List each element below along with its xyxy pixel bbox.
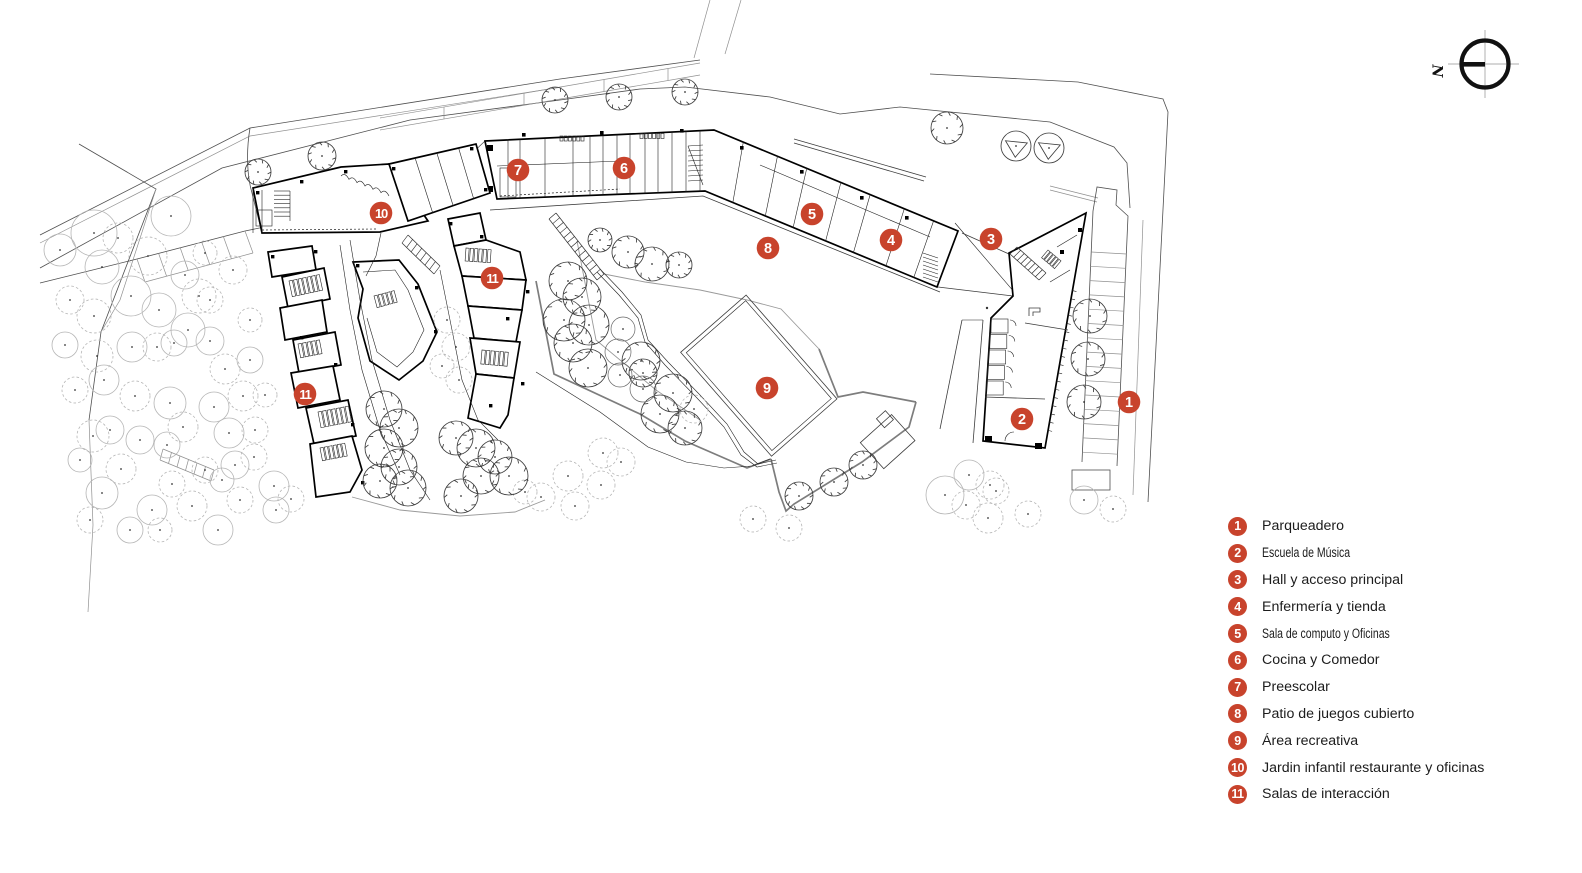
legend: 1 Parqueadero 2 Escuela de Música 3 Hall y ac… — [1228, 513, 1484, 808]
plan-marker-2: 2 — [1010, 407, 1034, 431]
legend-item: 6 Cocina y Comedor — [1228, 647, 1484, 674]
plan-marker-9: 9 — [755, 376, 779, 400]
legend-item: 5 Sala de computo y Oficinas — [1228, 620, 1484, 647]
plan-marker-3: 3 — [979, 227, 1003, 251]
svg-text:11: 11 — [486, 271, 498, 286]
svg-text:6: 6 — [620, 161, 628, 177]
legend-item: 1 Parqueadero — [1228, 513, 1484, 540]
legend-item-label: Cocina y Comedor — [1262, 652, 1380, 669]
plan-marker-8: 8 — [756, 236, 780, 260]
legend-item-number: 4 — [1228, 597, 1247, 617]
legend-item: 7 Preescolar — [1228, 674, 1484, 701]
legend-item-number: 6 — [1228, 650, 1247, 670]
plan-marker-11: 11 — [293, 382, 317, 406]
legend-item-label: Jardin infantil restaurante y oficinas — [1262, 759, 1485, 776]
legend-item-number: 10 — [1228, 758, 1247, 778]
legend-item-number: 11 — [1228, 784, 1247, 804]
svg-text:5: 5 — [808, 207, 816, 223]
legend-item-number: 8 — [1228, 704, 1247, 724]
legend-item: 4 Enfermería y tienda — [1228, 593, 1484, 620]
legend-item-number: 5 — [1228, 624, 1247, 644]
svg-text:2: 2 — [1018, 412, 1026, 428]
plan-marker-11: 11 — [480, 266, 504, 290]
legend-item-label: Hall y acceso principal — [1262, 571, 1404, 588]
legend-item: 3 Hall y acceso principal — [1228, 567, 1484, 594]
legend-item-label: Parqueadero — [1262, 518, 1345, 535]
svg-text:10: 10 — [375, 206, 388, 221]
legend-item: 11 Salas de interacción — [1228, 781, 1484, 808]
compass-letter: N — [1429, 64, 1445, 79]
legend-item-number: 2 — [1228, 543, 1247, 563]
plan-marker-5: 5 — [800, 202, 824, 226]
legend-item: 9 Área recreativa — [1228, 727, 1484, 754]
compass-north-arrow: N — [1429, 30, 1519, 98]
legend-item-label: Escuela de Música — [1262, 545, 1351, 562]
svg-text:3: 3 — [987, 232, 995, 248]
svg-text:8: 8 — [764, 241, 772, 257]
legend-item: 8 Patio de juegos cubierto — [1228, 701, 1484, 728]
plan-markers: 1 2 3 4 5 6 7 8 9 10 11 11 — [293, 156, 1141, 431]
legend-item: 10 Jardin infantil restaurante y oficinas — [1228, 754, 1484, 781]
legend-item-label: Enfermería y tienda — [1262, 598, 1386, 615]
legend-item-label: Salas de interacción — [1262, 786, 1390, 803]
legend-item-number: 9 — [1228, 731, 1247, 751]
legend-item-number: 7 — [1228, 677, 1247, 697]
svg-text:1: 1 — [1125, 395, 1133, 411]
plan-marker-10: 10 — [369, 201, 393, 225]
legend-item-number: 1 — [1228, 516, 1247, 536]
plan-marker-6: 6 — [612, 156, 636, 180]
plan-marker-1: 1 — [1117, 390, 1141, 414]
legend-item-label: Preescolar — [1262, 679, 1330, 696]
legend-item-label: Área recreativa — [1262, 732, 1359, 749]
legend-item: 2 Escuela de Música — [1228, 540, 1484, 567]
legend-item-number: 3 — [1228, 570, 1247, 590]
legend-item-label: Sala de computo y Oficinas — [1262, 625, 1390, 642]
svg-text:7: 7 — [514, 163, 522, 179]
plan-marker-4: 4 — [879, 228, 903, 252]
plan-marker-7: 7 — [506, 158, 530, 182]
svg-text:9: 9 — [763, 381, 771, 397]
legend-item-label: Patio de juegos cubierto — [1262, 705, 1415, 722]
svg-text:11: 11 — [299, 387, 311, 402]
svg-text:4: 4 — [887, 233, 895, 249]
